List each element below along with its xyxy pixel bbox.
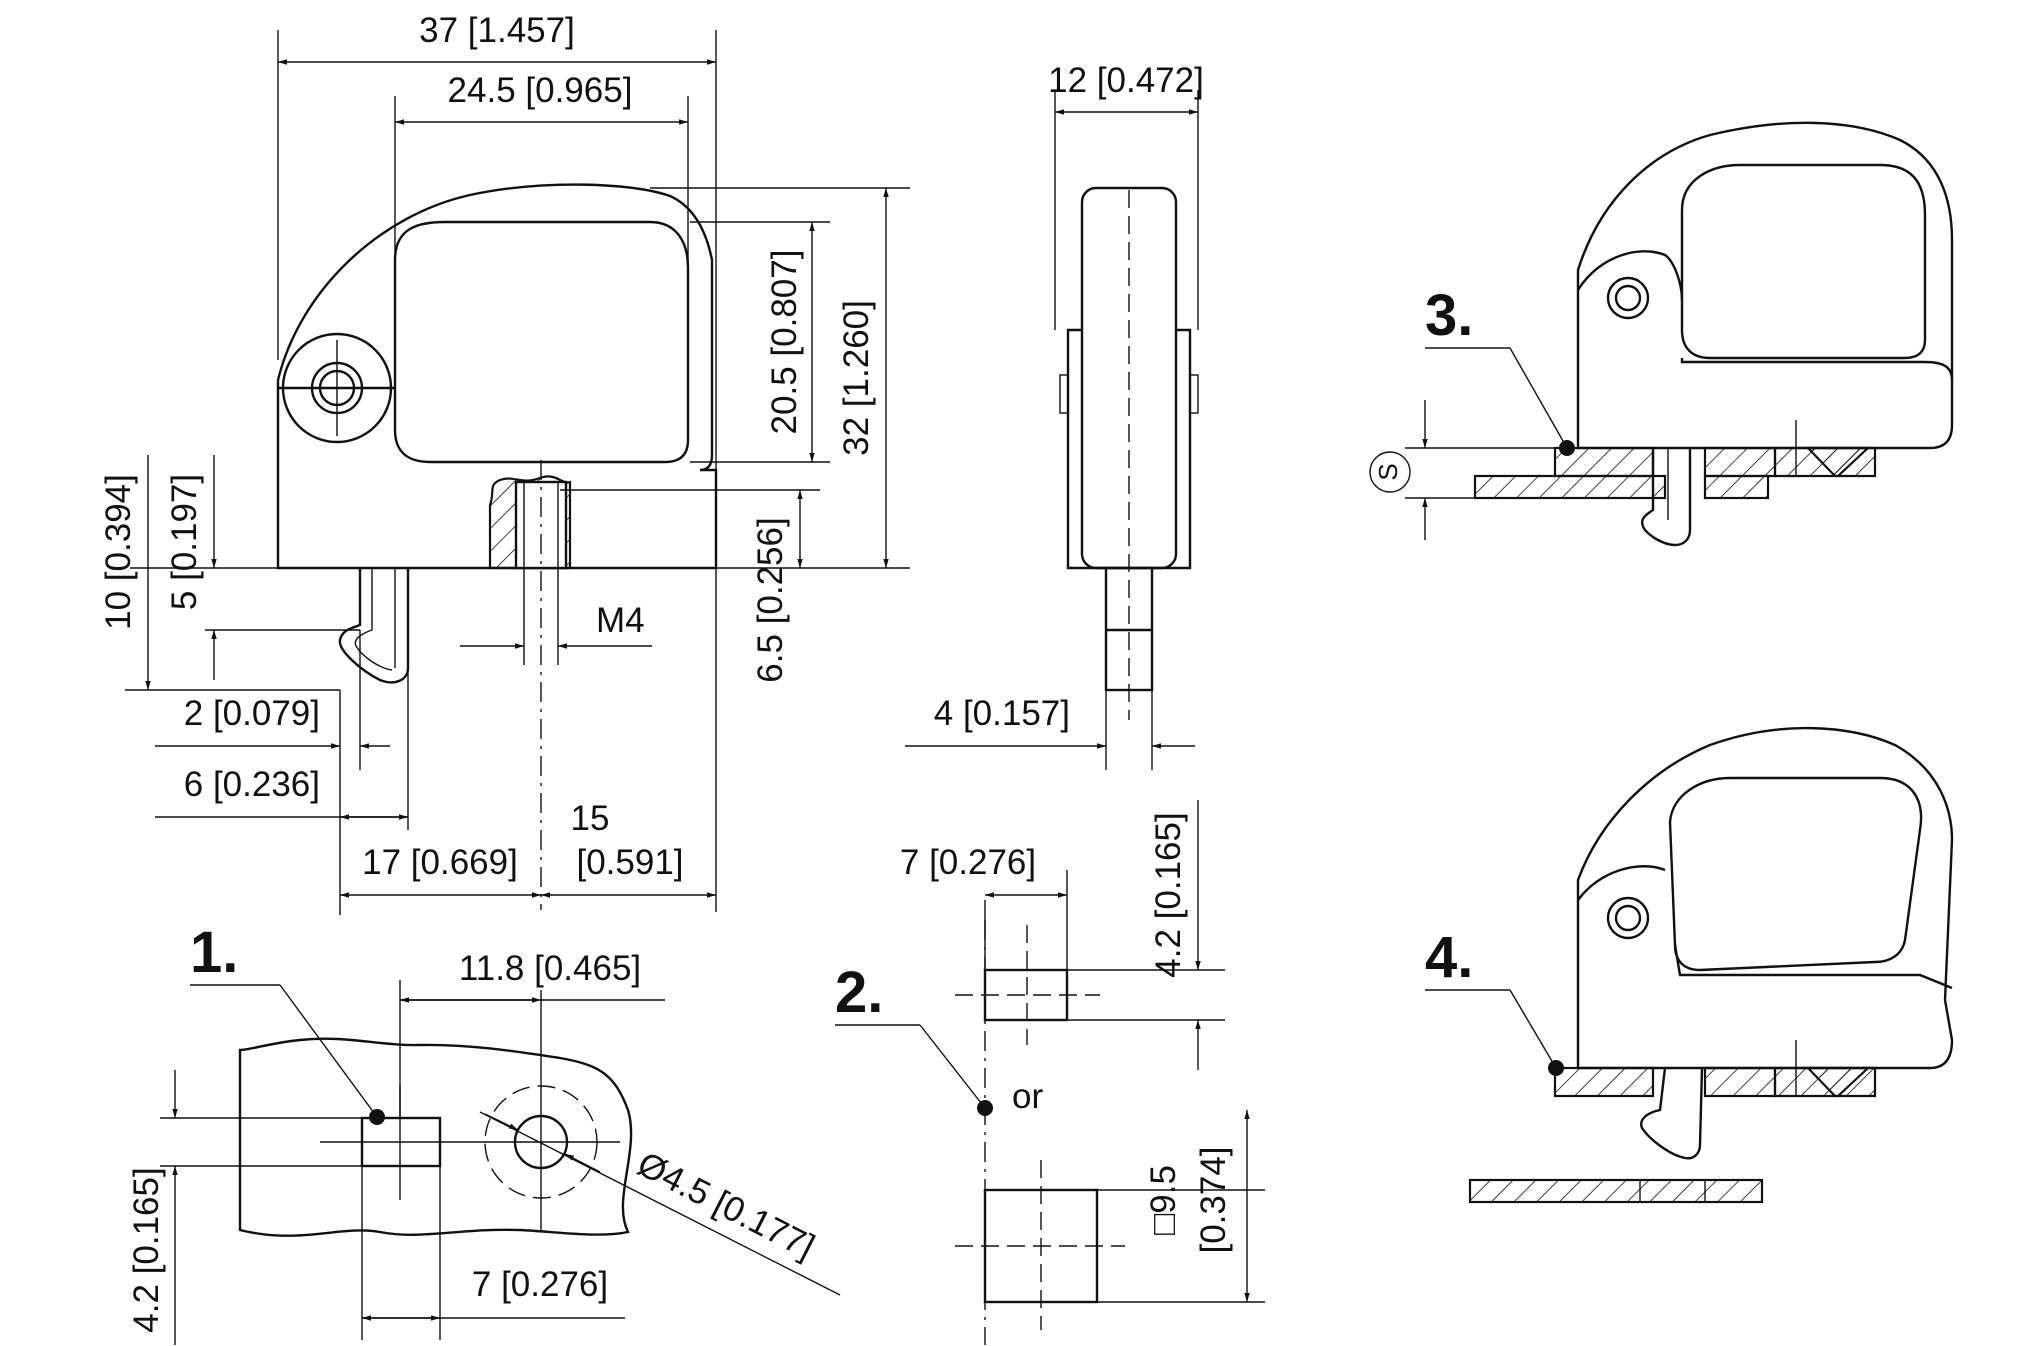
side-dim-width: 12 [0.472] [1048, 61, 1204, 100]
side-pin-right [1189, 374, 1199, 414]
cutout-1-dim-slot-width: 7 [0.276] [472, 1265, 608, 1304]
callout-2-dot [977, 1100, 993, 1116]
cutout-1: 11.8 [0.465] 4.2 [0.165] 7 [0.276] Ø4.5 … [127, 920, 841, 1345]
install-4: 4. [1425, 726, 1954, 1204]
dim-17: 17 [0.669] [362, 843, 518, 882]
latch-hook [338, 568, 410, 684]
front-body-outline [276, 183, 718, 570]
side-pin-left [1059, 374, 1069, 414]
dim-15-b: [0.591] [576, 843, 683, 882]
cutout-2: 7 [0.276] 4.2 [0.165] □9.5 [0.374] 2. or [835, 800, 1265, 1345]
dim-arrow-dia-1 [484, 1113, 519, 1131]
install-4-pivot-inner [1614, 904, 1642, 932]
install-4-panel-d [1805, 1066, 1877, 1098]
dim-6: 6 [0.236] [184, 765, 320, 804]
panel-cutout-1 [238, 1037, 633, 1237]
dim-5: 5 [0.197] [165, 474, 204, 610]
dim-arrow-dia-2 [564, 1153, 601, 1173]
callout-3-leader-diag [1509, 347, 1568, 449]
cutout-2-dim-square-a: □9.5 [1144, 1165, 1183, 1235]
dim-15-a: 15 [571, 799, 610, 838]
callout-4-dot [1548, 1060, 1564, 1076]
install-3-pivot-outer [1606, 276, 1650, 320]
install-4-panel-b [1703, 1066, 1777, 1098]
cutout-2-dim-square-b: [0.374] [1194, 1146, 1233, 1253]
install-3-s-symbol: S [1373, 463, 1403, 480]
front-handle-opening [393, 220, 690, 464]
front-view: 37 [1.457] 24.5 [0.965] 20.5 [0.807] 32 … [99, 11, 910, 915]
install-4-body [1576, 726, 1954, 1070]
dim-10: 10 [0.394] [99, 474, 138, 630]
install-4-panel-a [1553, 1066, 1655, 1098]
callout-3-dot [1559, 440, 1575, 456]
install-3-panel-d [1805, 446, 1877, 478]
install-3-plate-b [1703, 474, 1770, 500]
side-dim-pin: 4 [0.157] [934, 694, 1070, 733]
cutout-2-or: or [1012, 1077, 1043, 1116]
install-3: S 3. [1369, 121, 1954, 547]
cutout-2-dim-slot-height: 4.2 [0.165] [1149, 812, 1188, 977]
callout-2-leader-diag [919, 1024, 986, 1109]
callout-1-leader-diag [279, 984, 378, 1118]
dim-height-opening: 20.5 [0.807] [765, 250, 804, 435]
callout-1-number: 1. [190, 920, 238, 985]
dim-2: 2 [0.079] [184, 694, 320, 733]
dim-line-dia [479, 1111, 841, 1296]
install-4-pivot-curve [1577, 865, 1666, 901]
install-3-pivot-curve [1576, 250, 1684, 301]
dim-width-overall: 37 [1.457] [419, 11, 575, 50]
install-3-plate-a [1473, 474, 1667, 500]
cutout-2-dim-slot-width: 7 [0.276] [900, 843, 1036, 882]
callout-1-dot [369, 1109, 385, 1125]
install-3-handle-base [1680, 358, 1954, 381]
dim-thread-depth: 6.5 [0.256] [751, 517, 790, 682]
callout-2-number: 2. [835, 960, 883, 1025]
cutout-1-dim-spacing: 11.8 [0.465] [459, 949, 641, 988]
install-3-panel-b [1703, 446, 1777, 478]
install-3-pivot-inner [1614, 284, 1642, 312]
install-3-opening [1680, 163, 1927, 360]
dim-height-overall: 32 [1.260] [837, 300, 876, 456]
install-3-body [1576, 121, 1954, 450]
install-4-plate [1468, 1178, 1764, 1204]
pivot-boss [281, 332, 393, 444]
side-view: 12 [0.472] 4 [0.157] [905, 61, 1204, 770]
dim-width-inner: 24.5 [0.965] [448, 71, 633, 110]
cutout-1-dim-hole: Ø4.5 [0.177] [631, 1144, 820, 1266]
install-4-pivot-outer [1606, 896, 1650, 940]
install-3-latch [1640, 448, 1692, 547]
install-4-handle-base [1673, 944, 1953, 990]
callout-4-leader-diag [1509, 989, 1557, 1069]
latch-hook-inner [354, 568, 393, 671]
install-4-latch [1640, 1067, 1704, 1160]
install-4-opening [1668, 776, 1923, 972]
thread-label: M4 [596, 601, 645, 640]
cutout-1-dim-slot-height: 4.2 [0.165] [127, 1167, 166, 1332]
callout-3-number: 3. [1425, 283, 1473, 348]
install-3-s-circle [1369, 451, 1411, 493]
callout-4-number: 4. [1425, 925, 1473, 990]
